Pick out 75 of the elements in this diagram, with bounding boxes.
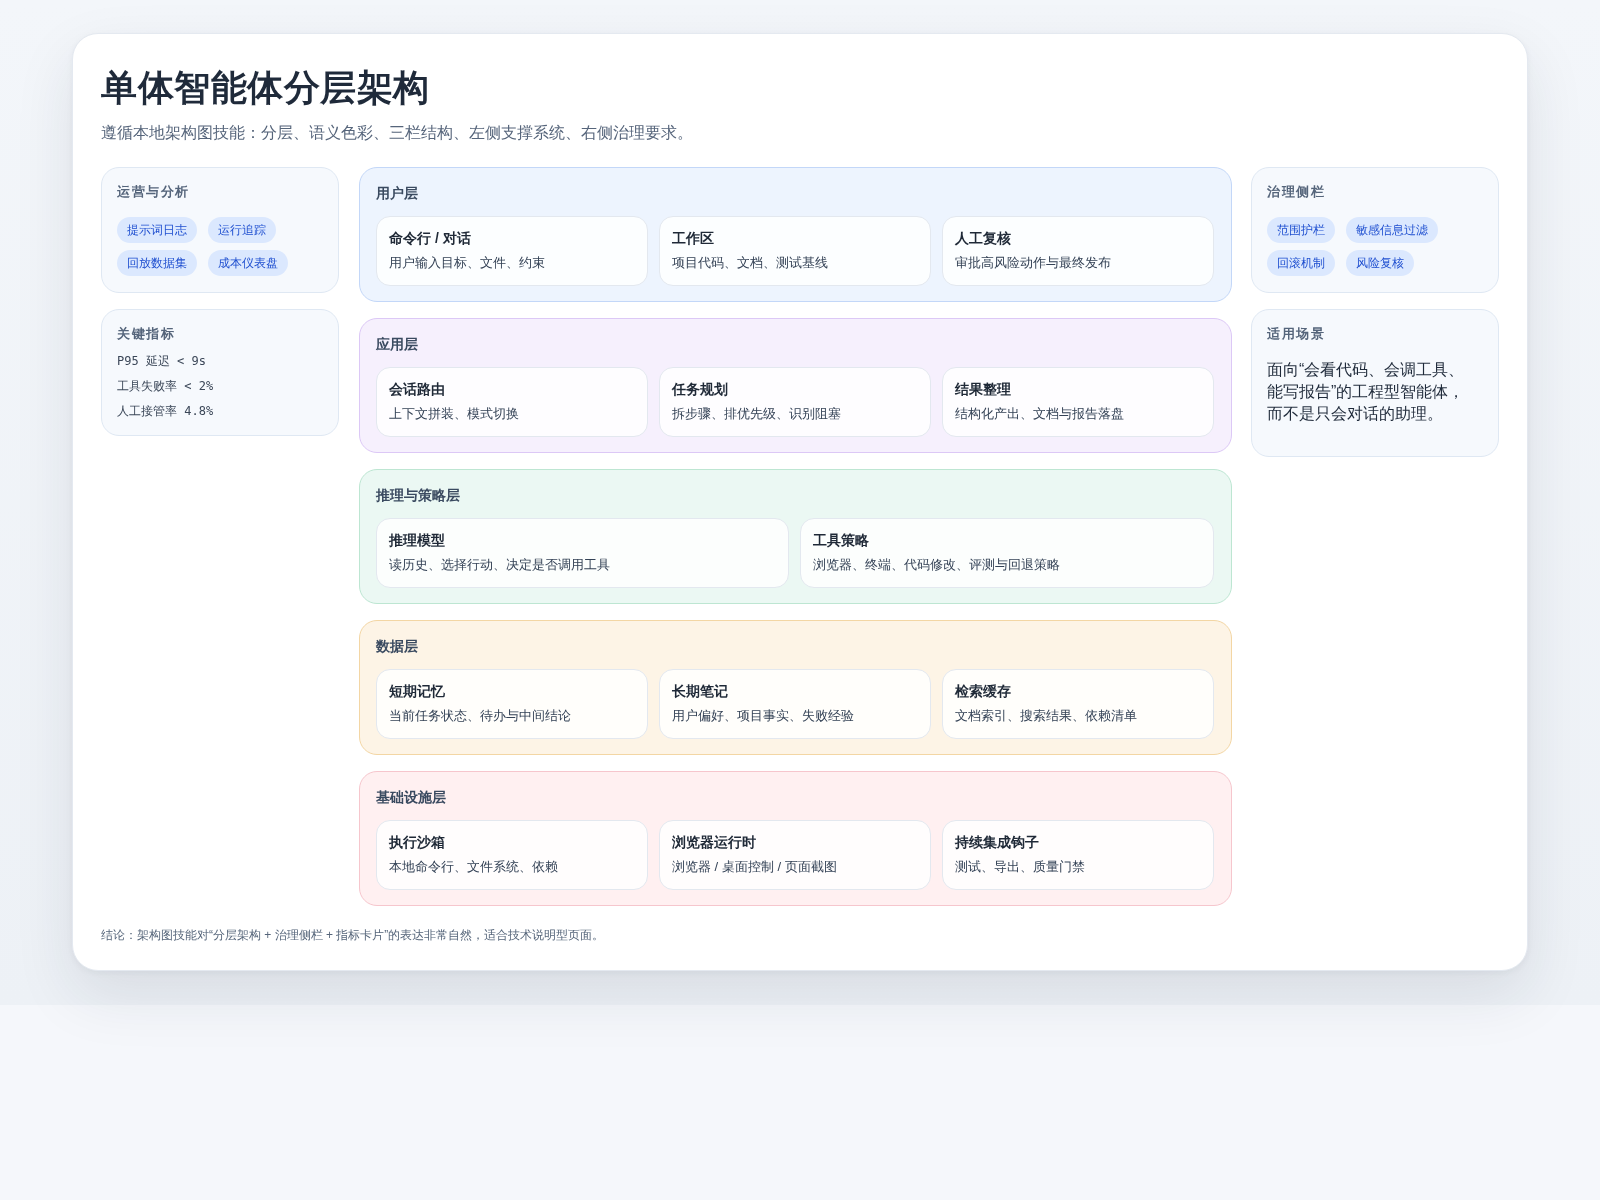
side-panel <box>1251 309 1499 457</box>
card-text: 结构化产出、文档与报告落盘 <box>955 405 1125 423</box>
component-card <box>376 216 648 286</box>
panel-heading: 关键指标 <box>117 325 176 343</box>
component-card <box>659 669 931 739</box>
card-text: 测试、导出、质量门禁 <box>955 858 1086 876</box>
component-card <box>376 669 648 739</box>
component-card <box>942 820 1214 890</box>
card-title: 长期笔记 <box>672 682 729 700</box>
card-text: 浏览器、终端、代码修改、评测与回退策略 <box>813 556 1061 574</box>
component-card <box>659 367 931 437</box>
card-title: 结果整理 <box>955 380 1012 398</box>
card-text: 用户偏好、项目事实、失败经验 <box>672 707 855 725</box>
tag: 风险复核 <box>1346 250 1414 276</box>
caption: 结论：架构图技能对“分层架构 + 治理侧栏 + 指标卡片”的表达非常自然，适合技术说明型页面。 <box>101 927 605 944</box>
component-card <box>942 669 1214 739</box>
metric-line: 人工接管率 4.8% <box>117 403 215 420</box>
card-text: 审批高风险动作与最终发布 <box>955 254 1112 272</box>
card-text: 拆步骤、排优先级、识别阻塞 <box>672 405 842 423</box>
component-card <box>376 820 648 890</box>
card-title: 执行沙箱 <box>389 833 446 851</box>
component-card <box>942 367 1214 437</box>
layer-heading: 数据层 <box>376 637 419 655</box>
panel-heading: 运营与分析 <box>117 183 191 201</box>
layer-heading: 应用层 <box>376 335 419 353</box>
card-text: 本地命令行、文件系统、依赖 <box>389 858 559 876</box>
card-title: 浏览器运行时 <box>672 833 757 851</box>
tag: 成本仪表盘 <box>208 250 288 276</box>
card-text: 上下文拼装、模式切换 <box>389 405 520 423</box>
layer-heading: 基础设施层 <box>376 788 447 806</box>
page-title: 单体智能体分层架构 <box>101 66 430 110</box>
side-panel <box>1251 167 1499 293</box>
card-title: 任务规划 <box>672 380 729 398</box>
card-title: 检索缓存 <box>955 682 1012 700</box>
card-text: 文档索引、搜索结果、依赖清单 <box>955 707 1138 725</box>
layer-heading: 用户层 <box>376 184 419 202</box>
card-title: 短期记忆 <box>389 682 446 700</box>
tag: 提示词日志 <box>117 217 197 243</box>
side-panel <box>101 167 339 293</box>
card-title: 推理模型 <box>389 531 446 549</box>
subtitle: 遵循本地架构图技能：分层、语义色彩、三栏结构、左侧支撑系统、右侧治理要求。 <box>101 123 693 143</box>
layer-panel <box>359 620 1232 755</box>
card-text: 读历史、选择行动、决定是否调用工具 <box>389 556 611 574</box>
card-text: 浏览器 / 桌面控制 / 页面截图 <box>672 858 838 876</box>
side-panel <box>101 309 339 436</box>
layer-panel <box>359 771 1232 906</box>
layer-panel <box>359 318 1232 453</box>
card-text: 项目代码、文档、测试基线 <box>672 254 829 272</box>
component-card <box>376 518 789 588</box>
panel-heading: 治理侧栏 <box>1267 183 1326 201</box>
card-title: 持续集成钩子 <box>955 833 1040 851</box>
card-title: 人工复核 <box>955 229 1012 247</box>
component-card <box>376 367 648 437</box>
tag: 回放数据集 <box>117 250 197 276</box>
tag: 回滚机制 <box>1267 250 1335 276</box>
component-card <box>659 216 931 286</box>
card-title: 工作区 <box>672 229 715 247</box>
card-title: 命令行 / 对话 <box>389 229 472 247</box>
panel-heading: 适用场景 <box>1267 325 1326 343</box>
metric-line: P95 延迟 < 9s <box>117 353 208 370</box>
layer-panel <box>359 167 1232 302</box>
layer-heading: 推理与策略层 <box>376 486 461 504</box>
card-title: 会话路由 <box>389 380 446 398</box>
layer-panel <box>359 469 1232 604</box>
tag: 敏感信息过滤 <box>1346 217 1438 243</box>
component-card <box>659 820 931 890</box>
card-text: 用户输入目标、文件、约束 <box>389 254 546 272</box>
card-title: 工具策略 <box>813 531 870 549</box>
tag: 范围护栏 <box>1267 217 1335 243</box>
component-card <box>800 518 1214 588</box>
metric-line: 工具失败率 < 2% <box>117 378 215 395</box>
component-card <box>942 216 1214 286</box>
note-text: 面向“会看代码、会调工具、能写报告”的工程型智能体，而不是只会对话的助理。 <box>1267 360 1466 424</box>
tag: 运行追踪 <box>208 217 276 243</box>
card-text: 当前任务状态、待办与中间结论 <box>389 707 572 725</box>
